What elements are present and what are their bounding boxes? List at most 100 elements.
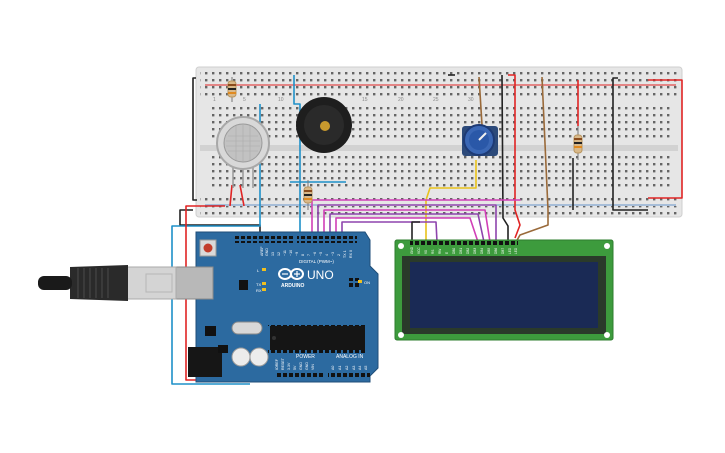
wire-purple[interactable] [317, 204, 497, 242]
pin-label: 5V [293, 365, 297, 370]
pin-label: A2 [345, 366, 349, 370]
lcd-pin-label: RS [431, 250, 435, 254]
lcd-pin-label: DB1 [459, 248, 463, 254]
resistor-icon[interactable] [227, 77, 237, 102]
resistor-icon[interactable] [573, 126, 583, 160]
digital-header-right[interactable] [297, 236, 357, 243]
power-header[interactable] [275, 372, 323, 379]
lcd-pin-label: LED [514, 247, 518, 254]
l-led-label: L [257, 268, 260, 273]
pin-label: A3 [352, 366, 356, 370]
column-number: 5 [243, 97, 246, 103]
capacitor [231, 347, 251, 367]
pin-label: ~6 [313, 252, 317, 256]
pin-label: GND [305, 362, 309, 370]
piezo-buzzer-icon[interactable] [296, 97, 352, 153]
digital-label: DIGITAL (PWM~) [299, 259, 334, 264]
regulator [205, 326, 216, 336]
resistor-icon[interactable] [303, 180, 313, 210]
pin-label: VIN [311, 364, 315, 370]
wire-red[interactable] [508, 74, 521, 239]
wire-red[interactable] [229, 184, 233, 207]
dc-power-jack[interactable] [188, 347, 222, 377]
usb-port[interactable] [172, 266, 214, 300]
potentiometer-icon[interactable] [462, 124, 498, 156]
pin-label: TX 1 [343, 250, 347, 258]
pin-label: ~9 [295, 252, 299, 256]
wire-red[interactable] [648, 79, 683, 199]
pin-label: RX 0 [349, 250, 353, 258]
lcd-pin-label: V0 [424, 250, 428, 254]
wire-blue[interactable] [293, 75, 301, 242]
pin-label: 2 [337, 254, 341, 256]
wire-purple[interactable] [329, 213, 485, 243]
wire-brown[interactable] [478, 76, 483, 126]
wire-magenta[interactable] [311, 199, 521, 242]
pin-label: GND [299, 362, 303, 370]
lcd-pin-label: DB5 [487, 248, 491, 254]
lcd-pin-label: DB3 [473, 248, 477, 254]
column-number: 25 [433, 97, 439, 103]
wire-brown[interactable] [515, 76, 549, 243]
column-number: 10 [278, 97, 284, 103]
icsp-header [347, 278, 361, 288]
pin-label: 7 [307, 254, 311, 256]
lcd-pin-label: DB0 [452, 248, 456, 254]
board-model: UNO [307, 268, 334, 282]
crystal [231, 321, 263, 335]
pin-label: 8 [301, 254, 305, 256]
pin-label: 13 [271, 252, 275, 256]
lcd-pin-header[interactable] [410, 240, 518, 245]
status-leds [262, 268, 362, 291]
rx-led-label: RX [256, 288, 262, 293]
pin-label: ~3 [331, 252, 335, 256]
column-number: 20 [398, 97, 404, 103]
pin-label: AREF [260, 246, 264, 256]
on-led-label: ON [364, 280, 370, 285]
pin-label: ~10 [289, 250, 293, 256]
wire-blue[interactable] [171, 104, 261, 385]
analog-header[interactable] [328, 372, 370, 379]
gas-sensor-icon[interactable] [216, 116, 270, 188]
pin-label: IOREF [275, 358, 279, 370]
wire-black[interactable] [612, 77, 648, 211]
lcd-pin-label: DB2 [466, 248, 470, 254]
wire-magenta[interactable] [335, 217, 479, 243]
arduino-logo-icon [278, 268, 304, 280]
lcd-pin-label: VCC [417, 247, 421, 254]
usb-cable-icon[interactable] [38, 265, 177, 301]
analog-label: ANALOG IN [336, 354, 364, 360]
smd-chip [218, 345, 228, 353]
wire-magenta[interactable] [323, 209, 491, 243]
usb-chip [239, 280, 248, 290]
lcd-pin-label: DB6 [494, 248, 498, 254]
lcd-pin-label: LED [508, 247, 512, 254]
tx-led-label: TX [256, 282, 261, 287]
pin-label: A1 [338, 366, 342, 370]
wire-black[interactable] [501, 74, 509, 242]
wire-black[interactable] [411, 221, 420, 242]
pin-label: ~11 [283, 250, 287, 256]
lcd-screen [410, 262, 598, 328]
atmega-chip [268, 323, 367, 353]
wire-black[interactable] [192, 77, 197, 201]
digital-header-left[interactable] [234, 236, 294, 243]
wire-black[interactable] [179, 209, 261, 241]
pin-label: A0 [331, 366, 335, 370]
lcd-pin-label: DB4 [480, 248, 484, 254]
lcd-mount-hole [398, 243, 610, 338]
board-brand: ARDUINO [281, 283, 304, 289]
lcd-pin-label: RW [438, 249, 442, 254]
lcd-16x2-display[interactable]: GND VCC V0 RS RW E DB0 DB1 DB2 DB3 DB4 D… [394, 239, 614, 341]
wire-red[interactable] [239, 184, 245, 207]
column-number: 30 [468, 97, 474, 103]
power-label: POWER [296, 354, 315, 360]
pin-label: A4 [358, 366, 362, 370]
pin-label: 3.3V [287, 362, 291, 370]
lcd-pin-label: GND [410, 246, 414, 254]
pin-label: RESET [281, 357, 285, 370]
pin-label: GND [265, 248, 269, 256]
arduino-uno-board[interactable]: AREF GND 13 12 ~11 ~10 ~9 8 7 ~6 ~5 4 ~3… [172, 231, 379, 383]
pin-label: 4 [325, 254, 329, 256]
